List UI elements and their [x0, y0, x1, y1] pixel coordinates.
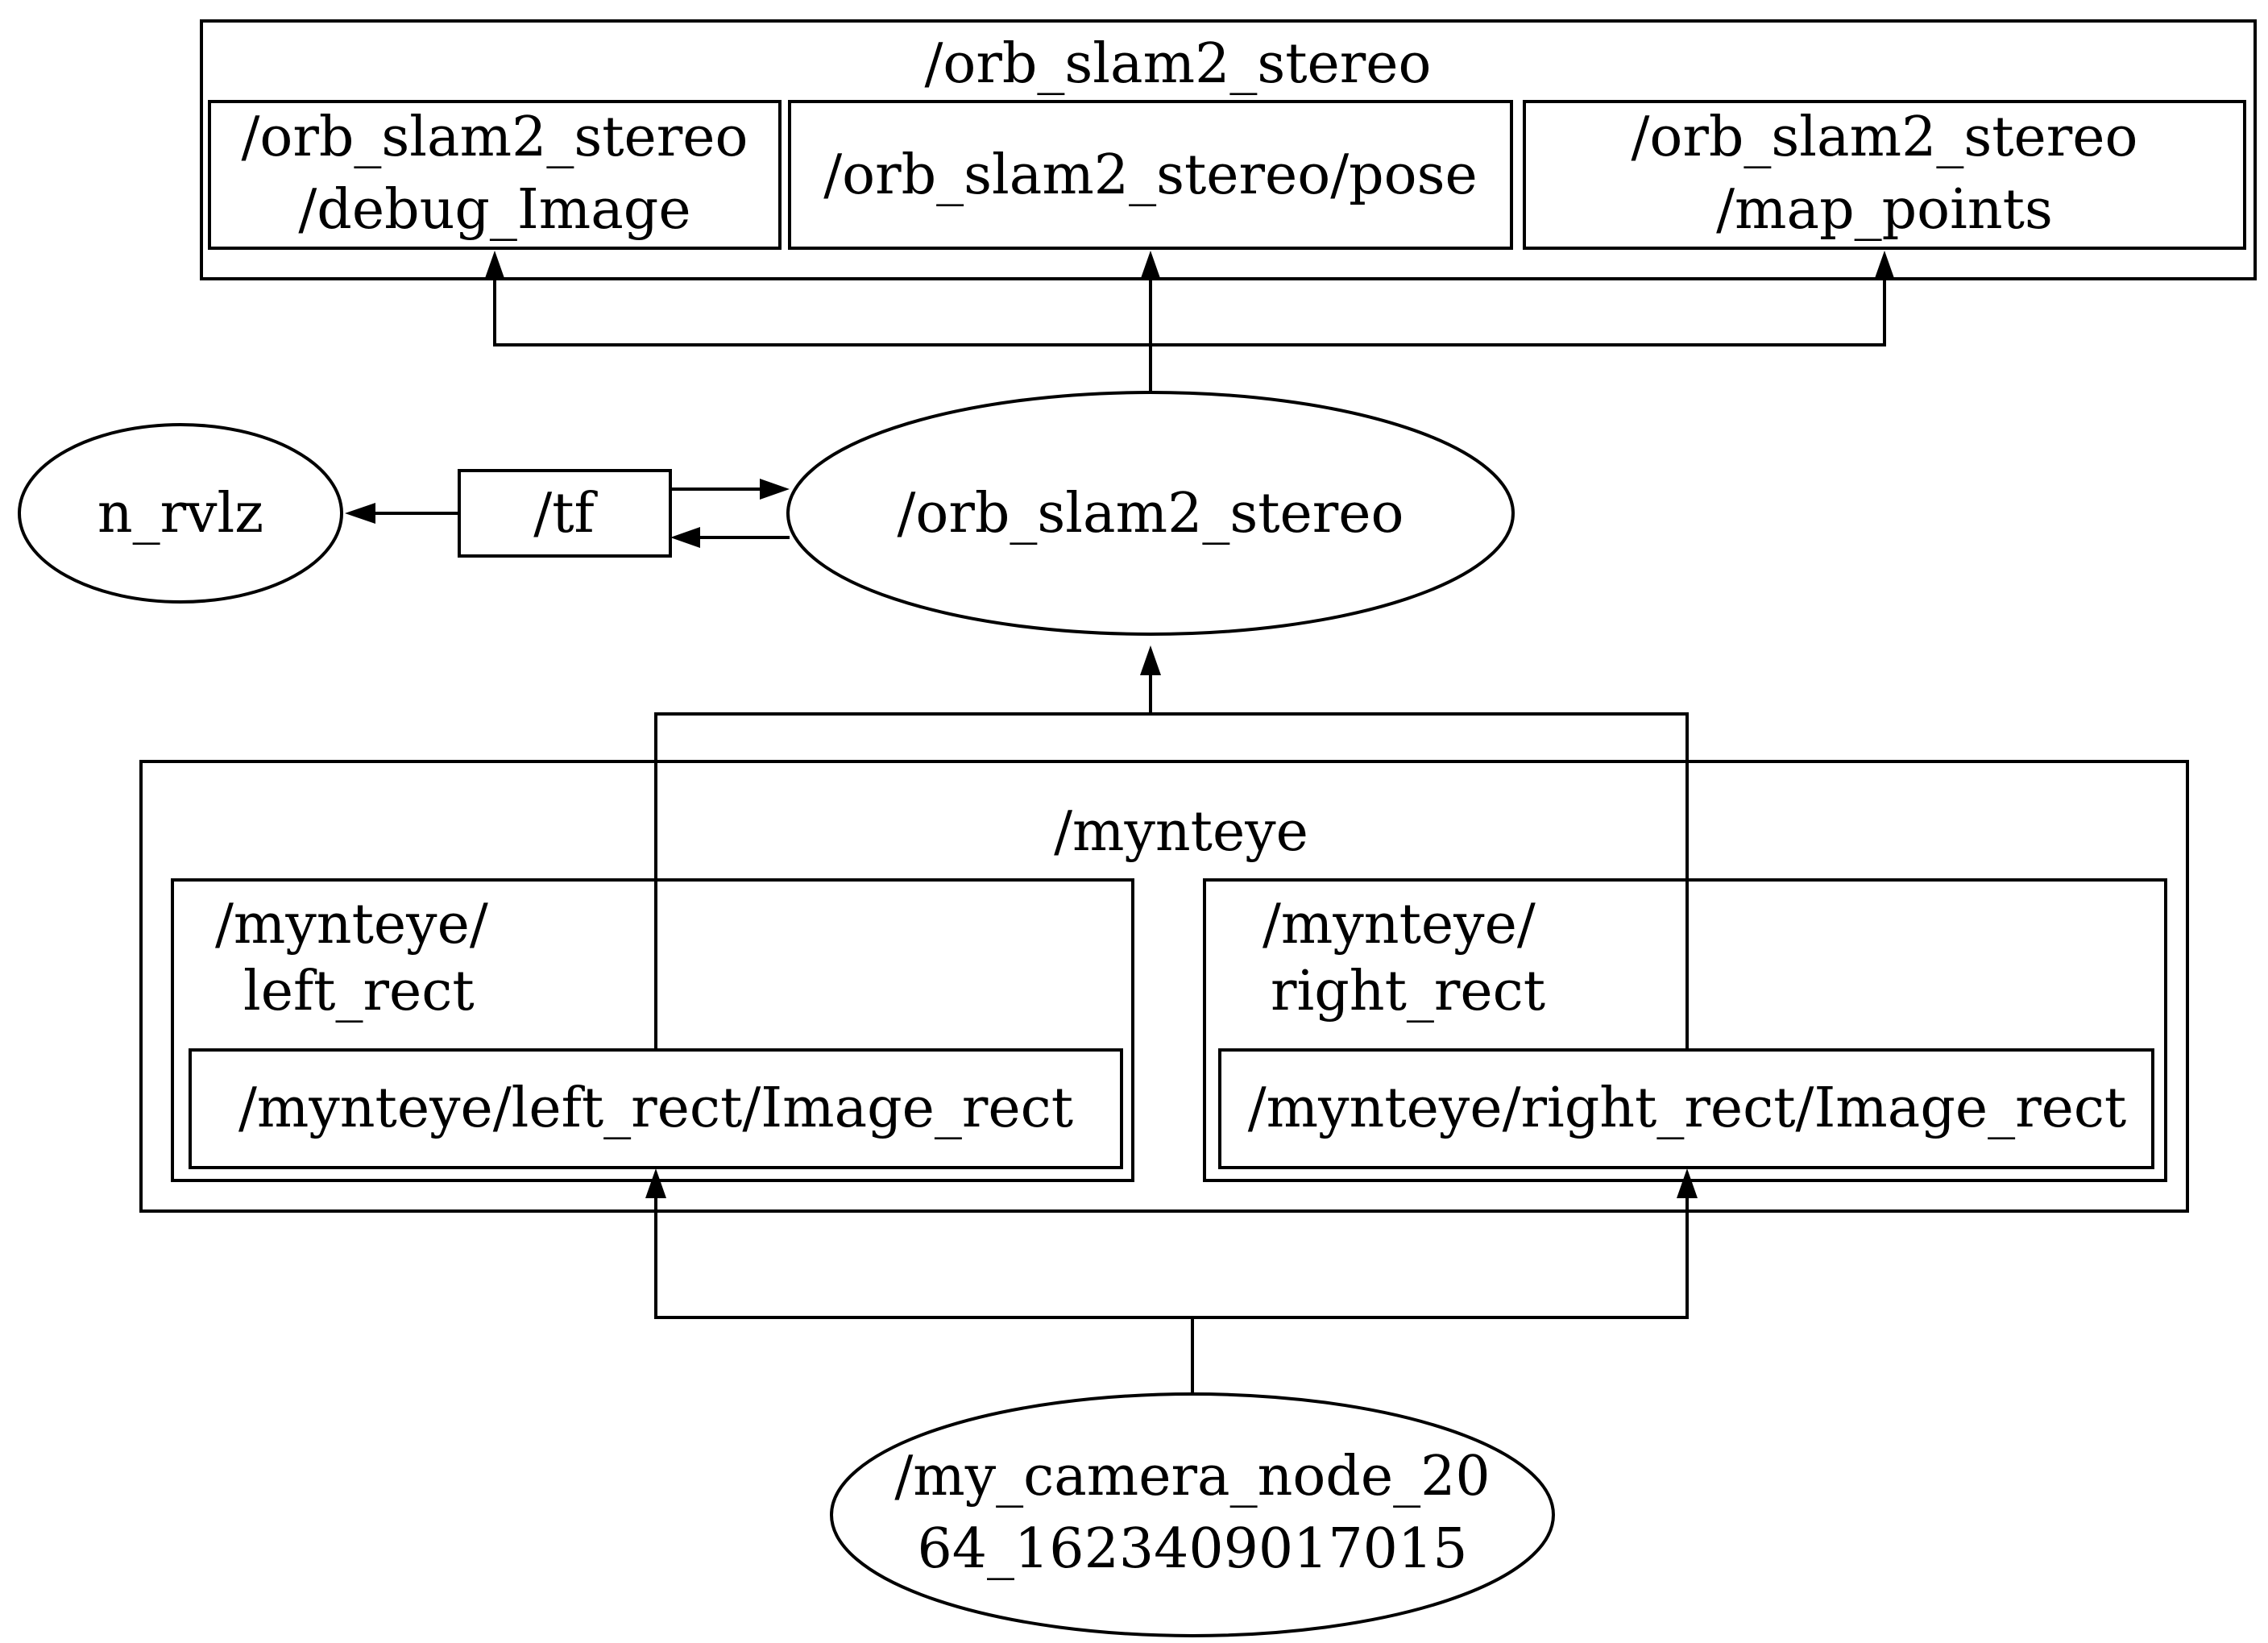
topic-debug-image: /orb_slam2_stereo /debug_Image — [208, 100, 782, 250]
topic-map-points: /orb_slam2_stereo /map_points — [1523, 100, 2246, 250]
orb-slam2-stereo-group-label: /orb_slam2_stereo — [925, 32, 1432, 96]
arrowhead-right-image-rect — [1677, 1168, 1698, 1198]
topic-map-points-line1: /orb_slam2_stereo — [1632, 106, 2138, 169]
left-rect-group: /mynteye/ left_rect /mynteye/left_rect/I… — [171, 878, 1134, 1182]
edges-image-rect-to-orb — [654, 645, 1689, 1050]
left-rect-group-label-line2: left_rect — [243, 960, 475, 1023]
topic-tf-label: /tf — [533, 482, 598, 546]
topic-right-image-rect-label: /mynteye/right_rect/Image_rect — [1248, 1077, 2127, 1140]
arrowhead-pose — [1140, 251, 1161, 280]
arrowhead-tf-from-orb — [670, 527, 700, 548]
node-camera: /my_camera_node_20 64_1623409017015 — [830, 1392, 1555, 1637]
edges-tf — [345, 479, 790, 548]
topic-pose-label: /orb_slam2_stereo/pose — [823, 143, 1477, 207]
arrowhead-orb-from-image-rect — [1140, 645, 1161, 675]
node-orb-slam2-stereo-label: /orb_slam2_stereo — [898, 482, 1404, 546]
right-rect-group-label-line2: right_rect — [1271, 960, 1545, 1023]
arrowhead-orb-from-tf — [760, 479, 790, 500]
arrowhead-debug-image — [484, 251, 505, 280]
mynteye-group-frame — [139, 760, 2189, 1213]
left-rect-group-label-line1: /mynteye/ — [215, 893, 488, 956]
arrowhead-n-rvlz — [345, 503, 375, 524]
topic-left-image-rect-label: /mynteye/left_rect/Image_rect — [238, 1077, 1073, 1140]
node-n-rvlz-label: n_rvlz — [97, 482, 263, 546]
topic-debug-image-line1: /orb_slam2_stereo — [242, 106, 748, 169]
orb-slam2-stereo-group-frame — [200, 19, 2257, 280]
right-rect-group-label-line1: /mynteye/ — [1263, 893, 1536, 956]
topic-pose: /orb_slam2_stereo/pose — [788, 100, 1513, 250]
right-rect-group: /mynteye/ right_rect /mynteye/right_rect… — [1203, 878, 2167, 1182]
topic-map-points-line2: /map_points — [1716, 178, 2053, 242]
node-camera-label-line1: /my_camera_node_20 — [894, 1445, 1490, 1508]
mynteye-group-label: /mynteye — [1054, 800, 1308, 864]
edges-camera-to-image-rect — [645, 1168, 1698, 1394]
edges-orb-to-topics — [484, 251, 1895, 392]
topic-tf: /tf — [458, 469, 672, 558]
arrowhead-map-points — [1874, 251, 1895, 280]
topic-debug-image-line2: /debug_Image — [298, 178, 690, 242]
arrowhead-left-image-rect — [645, 1168, 666, 1198]
node-n-rvlz: n_rvlz — [18, 423, 343, 604]
node-camera-label-line2: 64_1623409017015 — [918, 1517, 1468, 1581]
node-orb-slam2-stereo: /orb_slam2_stereo — [786, 391, 1515, 636]
